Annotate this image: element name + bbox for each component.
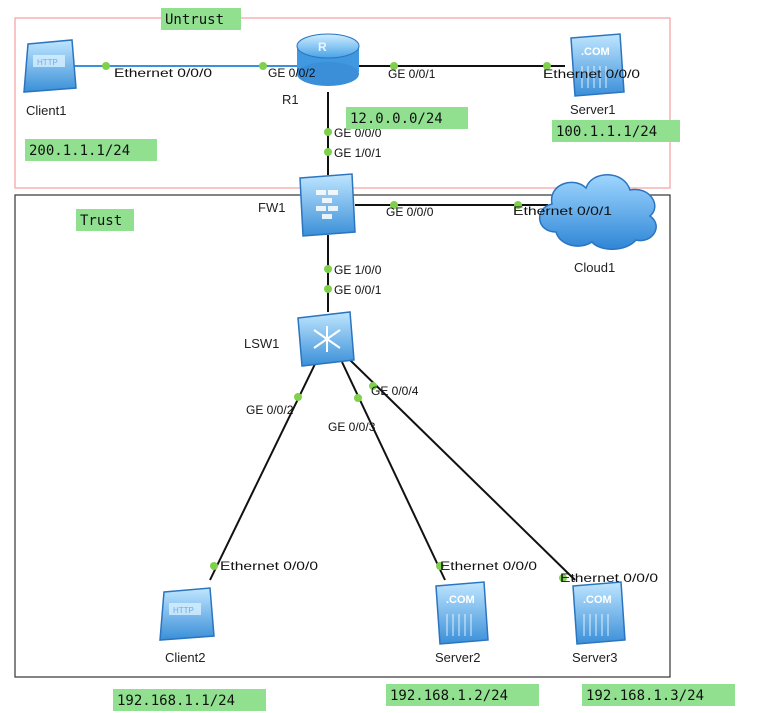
server1-subnet-tag xyxy=(552,120,680,142)
client1-http-text: HTTP xyxy=(37,58,58,67)
client2-subnet-tag xyxy=(113,689,266,711)
server1-eth-port-label: Ethernet 0/0/0 xyxy=(543,67,640,81)
client1-eth-port-label: Ethernet 0/0/0 xyxy=(114,66,212,80)
r1-router-icon[interactable]: R xyxy=(296,33,360,86)
lsw1-ge002-port-label: GE 0/0/2 xyxy=(246,403,294,417)
cloud1-eth-port-label: Ethernet 0/0/1 xyxy=(513,204,612,218)
server1-subnet-label: 100.1.1.1/24 xyxy=(556,124,657,140)
server2-subnet-tag xyxy=(386,684,539,706)
server1-label: Server1 xyxy=(570,102,616,117)
r1-label: R1 xyxy=(282,92,299,107)
port-dots xyxy=(102,62,567,582)
r1-ge002-port-label: GE 0/0/2 xyxy=(268,66,316,80)
cloud1-icon[interactable] xyxy=(539,174,657,250)
lsw1-ge003-port-label: GE 0/0/3 xyxy=(328,420,376,434)
fw1-ge000-port-label: GE 0/0/0 xyxy=(386,205,434,219)
lsw1-ge004-port-label: GE 0/0/4 xyxy=(371,384,419,398)
fw1-ge100-port-label: GE 1/0/0 xyxy=(334,263,382,277)
client2-label: Client2 xyxy=(165,650,205,665)
fw1-label: FW1 xyxy=(258,200,285,215)
server3-icon[interactable]: .COM xyxy=(572,581,626,645)
trust-zone-label: Trust xyxy=(80,213,122,229)
client1-subnet-label: 200.1.1.1/24 xyxy=(29,143,130,159)
r1-ge001-port-label: GE 0/0/1 xyxy=(388,67,436,81)
server3-eth-port-label: Ethernet 0/0/0 xyxy=(560,571,658,585)
untrust-zone-tag xyxy=(161,8,241,30)
client2-http-text: HTTP xyxy=(173,606,194,615)
client1-subnet-tag xyxy=(25,139,157,161)
untrust-zone-label: Untrust xyxy=(165,12,224,28)
server3-subnet-label: 192.168.1.3/24 xyxy=(586,688,704,704)
client2-icon[interactable]: HTTP xyxy=(159,587,215,641)
client1-label: Client1 xyxy=(26,103,66,118)
server1-icon[interactable]: .COM xyxy=(570,33,625,97)
server3-subnet-tag xyxy=(582,684,735,706)
r1-fw1-subnet-tag xyxy=(346,107,468,129)
client2-eth-port-label: Ethernet 0/0/0 xyxy=(220,559,318,573)
client1-icon[interactable]: HTTP xyxy=(23,39,77,93)
server2-eth-port-label: Ethernet 0/0/0 xyxy=(440,559,537,573)
lsw1-switch-icon[interactable] xyxy=(297,311,355,367)
r1-ge000-port-label: GE 0/0/0 xyxy=(334,126,382,140)
link-lsw1-server3 xyxy=(349,359,576,581)
lsw1-ge001-port-label: GE 0/0/1 xyxy=(334,283,382,297)
server3-com-text: .COM xyxy=(583,594,612,606)
fw1-firewall-icon[interactable] xyxy=(299,173,356,237)
cloud1-label: Cloud1 xyxy=(574,260,615,275)
server2-label: Server2 xyxy=(435,650,481,665)
lsw1-label: LSW1 xyxy=(244,336,279,351)
server2-icon[interactable]: .COM xyxy=(435,581,489,645)
r1-fw1-subnet-label: 12.0.0.0/24 xyxy=(350,111,443,127)
server2-subnet-label: 192.168.1.2/24 xyxy=(390,688,508,704)
server1-com-text: .COM xyxy=(581,46,610,58)
trust-zone-tag xyxy=(76,209,134,231)
client2-subnet-label: 192.168.1.1/24 xyxy=(117,693,235,709)
fw1-ge101-port-label: GE 1/0/1 xyxy=(334,146,382,160)
server3-label: Server3 xyxy=(572,650,618,665)
server2-com-text: .COM xyxy=(446,594,475,606)
router-glyph: R xyxy=(318,40,327,54)
